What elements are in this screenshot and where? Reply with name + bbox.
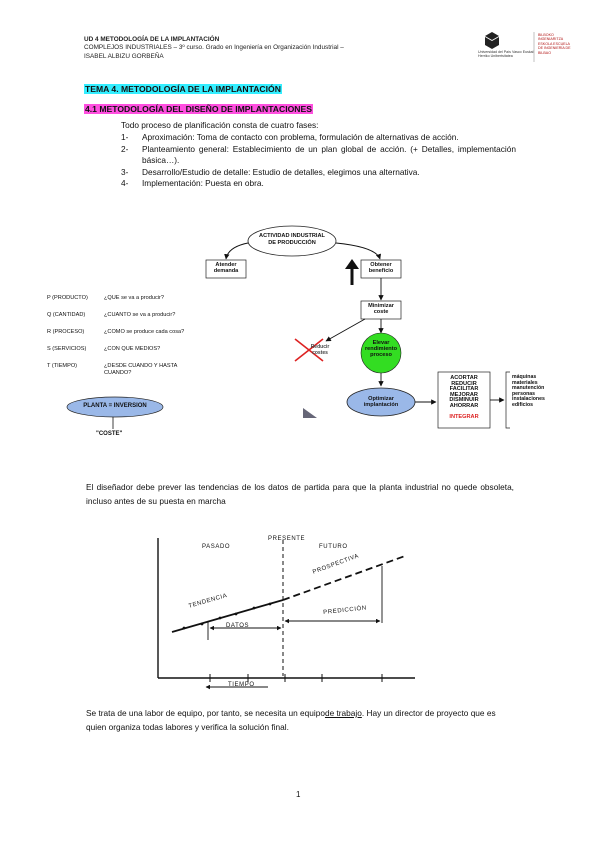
- page-number: 1: [296, 790, 301, 799]
- list-item: 4- Implementación: Puesta en obra.: [121, 178, 264, 189]
- planta-label: PLANTA = INVERSION: [83, 403, 147, 409]
- presente-label: PRESENTE: [268, 536, 306, 542]
- trend-line: [171, 599, 284, 633]
- coste-label: "COSTE": [96, 431, 123, 437]
- demand-label: Atender demanda: [213, 262, 239, 275]
- section-subtitle: 4.1 METODOLOGÍA DEL DISEÑO DE IMPLANTACI…: [84, 104, 313, 114]
- benefit-label: Obtener beneficio: [368, 262, 394, 275]
- header-line-2: COMPLEJOS INDUSTRIALES – 3º curso. Grado…: [84, 44, 344, 52]
- list-item: Q (CANTIDAD) ¿CUANTO se va a producir?: [47, 312, 176, 318]
- reduce-cross-icon: [294, 338, 324, 362]
- trabajo-link[interactable]: de trabajo: [324, 708, 362, 718]
- datos-label: DATOS: [226, 623, 250, 629]
- page-header: UD 4 METODOLOGÍA DE LA IMPLANTACIÓN COMP…: [84, 36, 464, 61]
- planta-oval: [66, 396, 164, 418]
- reduce-label: Reducir costes: [310, 344, 330, 357]
- triangle-icon: [303, 408, 317, 418]
- minimize-label: Minimizar coste: [368, 303, 394, 316]
- pasado-label: PASADO: [202, 544, 231, 550]
- phases-list: 1- Aproximación: Toma de contacto con pr…: [121, 132, 516, 190]
- optimize-label: Optimizar implantación: [363, 396, 399, 409]
- intro-text: Todo proceso de planificación consta de …: [121, 120, 319, 130]
- list-item: S (SERVICIOS) ¿CON QUE MEDIOS?: [47, 346, 161, 352]
- pqrst-list: P (PRODUCTO) ¿QUE se va a producir? Q (C…: [47, 295, 217, 380]
- actions-list: ACORTAR REDUCIR FACILITAR MEJORAR DISMIN…: [449, 375, 479, 420]
- up-arrow-icon: [345, 259, 359, 269]
- logo-text-2: Euskal Herriko Unibertsitatea: [478, 50, 534, 58]
- tiempo-label: TIEMPO: [228, 682, 255, 688]
- resources-list: máquinas materiales manutención personas…: [512, 374, 545, 408]
- paragraph-team: Se trata de una labor de equipo, por tan…: [86, 708, 496, 732]
- list-item: R (PROCESO) ¿COMO se produce cada cosa?: [47, 329, 185, 335]
- list-item: T (TIEMPO) ¿DESDE CUANDO Y HASTA CUANDO?: [47, 363, 178, 376]
- forecast-diagram: [157, 538, 415, 690]
- list-item: 3- Desarrollo/Estudio de detalle: Estudi…: [121, 166, 420, 177]
- header-line-1: UD 4 METODOLOGÍA DE LA IMPLANTACIÓN: [84, 36, 220, 43]
- list-item: 1- Aproximación: Toma de contacto con pr…: [121, 132, 459, 142]
- university-logos: Universidad del País Vasco Euskal Herrik…: [478, 30, 573, 64]
- section-title: TEMA 4. METODOLOGÍA DE LA IMPLANTACIÓN: [84, 84, 282, 94]
- futuro-label: FUTURO: [319, 544, 348, 550]
- list-item: 2- Planteamiento general: Establecimient…: [121, 143, 516, 166]
- paragraph-trends: El diseñador debe prever las tendencias …: [86, 482, 514, 506]
- logo-text-1: Universidad del País Vasco: [478, 50, 522, 54]
- logo-text-3: BILBOKO INGENIARITZA ESKOLA ESCUELA DE I…: [538, 33, 571, 55]
- demand-box: [205, 259, 247, 279]
- activity-oval: [247, 225, 337, 257]
- list-item: P (PRODUCTO) ¿QUE se va a producir?: [47, 295, 165, 301]
- upv-logo-icon: [485, 32, 535, 62]
- raise-label: Elevar rendimiento proceso: [364, 340, 397, 359]
- actions-box: [437, 371, 491, 429]
- header-line-3: ISABEL ALBIZU GORBEÑA: [84, 52, 164, 60]
- activity-label: ACTIVIDAD INDUSTRIAL DE PRODUCCIÓN: [259, 233, 325, 246]
- methodology-diagram: [66, 225, 510, 429]
